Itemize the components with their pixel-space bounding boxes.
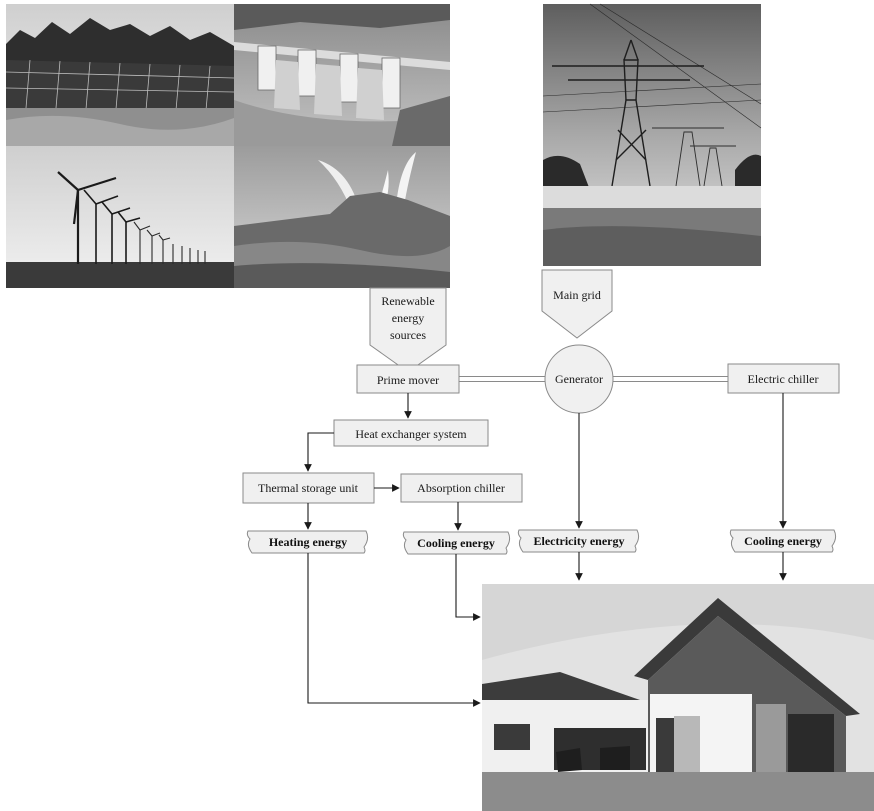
solar-panels-photo [5, 4, 235, 146]
main-grid-arrow [541, 269, 613, 339]
heat-exchanger-box [333, 419, 489, 447]
geyser-photo [234, 146, 450, 288]
electric-chiller-label: Electric chiller [748, 372, 819, 386]
absorption-chiller-label: Absorption chiller [417, 481, 505, 495]
electricity-energy-label: Electricity energy [534, 534, 625, 548]
transmission-towers-photo [542, 3, 762, 266]
cooling-energy-label-2: Cooling energy [744, 534, 822, 548]
main-grid-label: Main grid [553, 288, 601, 302]
heating-energy-label: Heating energy [269, 535, 347, 549]
house-photo [482, 584, 874, 811]
cooling-energy-tag-2 [729, 529, 837, 553]
prime-mover-box [356, 364, 460, 394]
renewable-sources-arrow [369, 287, 447, 373]
prime-mover-label: Prime mover [377, 373, 439, 387]
hydro-dam-photo [234, 4, 450, 146]
generator-label: Generator [555, 372, 603, 386]
renewable-label-line3: sources [390, 328, 426, 342]
cooling-energy-label-1: Cooling energy [417, 536, 495, 550]
heating-energy-tag [246, 530, 369, 554]
wind-turbines-photo [6, 146, 234, 288]
thermal-storage-label: Thermal storage unit [258, 481, 359, 495]
renewable-label-line2: energy [392, 311, 424, 325]
renewable-label-line1: Renewable [381, 294, 434, 308]
shaft-connector [459, 376, 728, 382]
electricity-energy-tag [517, 529, 640, 553]
heat-exchanger-label: Heat exchanger system [355, 427, 467, 441]
cooling-energy-tag-1 [402, 531, 511, 555]
thermal-storage-box [242, 472, 375, 504]
absorption-chiller-box [400, 473, 523, 503]
electric-chiller-box [727, 363, 840, 394]
flow-arrows [304, 393, 787, 707]
